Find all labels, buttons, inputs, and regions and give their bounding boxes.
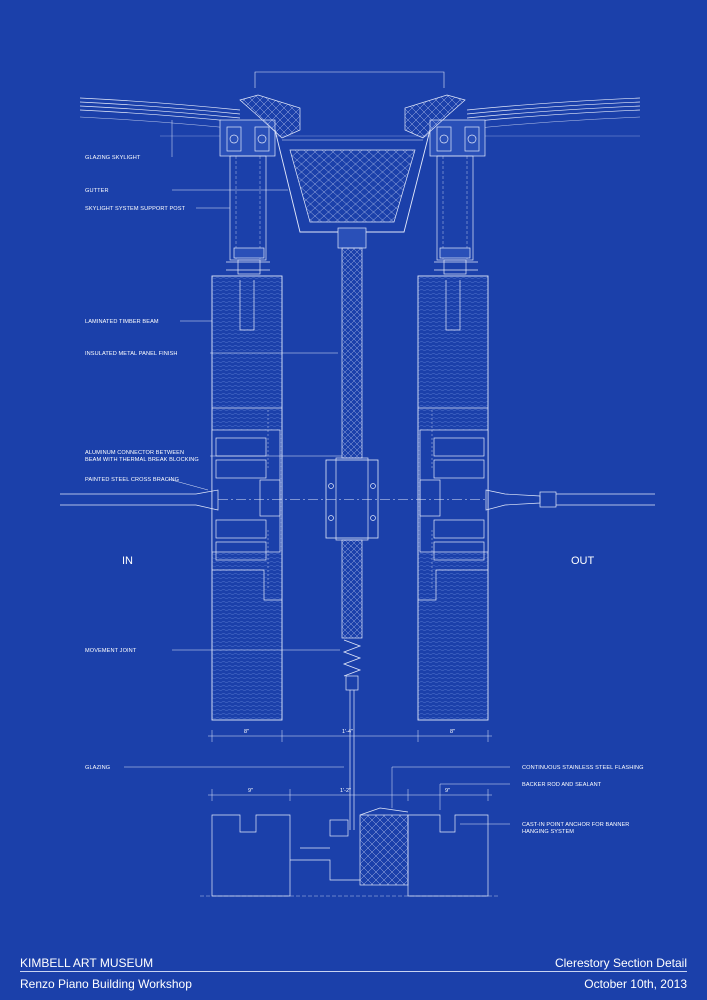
- support-post-left: [226, 155, 270, 275]
- timber-beam-left: [211, 275, 283, 721]
- dim-beam-left: 8": [244, 729, 249, 735]
- label-connector-line1: ALUMINUM CONNECTOR BETWEEN: [85, 450, 184, 456]
- skylight-glazing-right: [466, 97, 641, 130]
- label-movement-joint: MOVEMENT JOINT: [85, 648, 137, 654]
- label-metal-panel: INSULATED METAL PANEL FINISH: [85, 351, 178, 357]
- dim-curb-gap: 1'-2": [340, 788, 351, 794]
- label-connector-line2: BEAM WITH THERMAL BREAK BLOCKING: [85, 457, 199, 463]
- footer-divider: [20, 971, 687, 972]
- skylight-fitting-left: [219, 94, 301, 157]
- drawing-date: October 10th, 2013: [584, 977, 687, 991]
- bottom-curb: [200, 807, 500, 897]
- drawing-title: Clerestory Section Detail: [554, 956, 687, 970]
- label-anchor-line2: HANGING SYSTEM: [522, 829, 574, 835]
- label-support-post: SKYLIGHT SYSTEM SUPPORT POST: [85, 206, 186, 212]
- dim-beam-right: 8": [450, 729, 455, 735]
- label-gutter: GUTTER: [85, 188, 109, 194]
- skylight-glazing-left: [79, 97, 241, 130]
- support-post-right: [434, 155, 478, 275]
- label-cross-bracing: PAINTED STEEL CROSS BRACING: [85, 477, 179, 483]
- label-flashing: CONTINUOUS STAINLESS STEEL FLASHING: [522, 765, 644, 771]
- dim-curb-left: 9": [248, 788, 253, 794]
- gutter: [274, 129, 431, 233]
- label-glazing: GLAZING: [85, 765, 110, 771]
- movement-joint: [342, 639, 362, 830]
- label-outside: OUT: [571, 555, 595, 567]
- label-anchor-line1: CAST-IN POINT ANCHOR FOR BANNER: [522, 822, 629, 828]
- timber-beam-right: [417, 275, 489, 721]
- insulated-panel: [325, 227, 379, 639]
- label-backer-rod: BACKER ROD AND SEALANT: [522, 782, 602, 788]
- leader-lines: [124, 120, 510, 825]
- label-timber-beam: LAMINATED TIMBER BEAM: [85, 319, 159, 325]
- dimension-lines: [208, 730, 492, 801]
- label-inside: IN: [122, 555, 133, 567]
- label-glazing-skylight: GLAZING SKYLIGHT: [85, 155, 141, 161]
- dim-gap: 1'-4": [342, 729, 353, 735]
- skylight-fitting-right: [404, 94, 486, 157]
- architect-name: Renzo Piano Building Workshop: [20, 977, 192, 991]
- cross-bracing: [60, 489, 655, 511]
- dim-curb-right: 9": [445, 788, 450, 794]
- project-title: KIMBELL ART MUSEUM: [20, 956, 154, 970]
